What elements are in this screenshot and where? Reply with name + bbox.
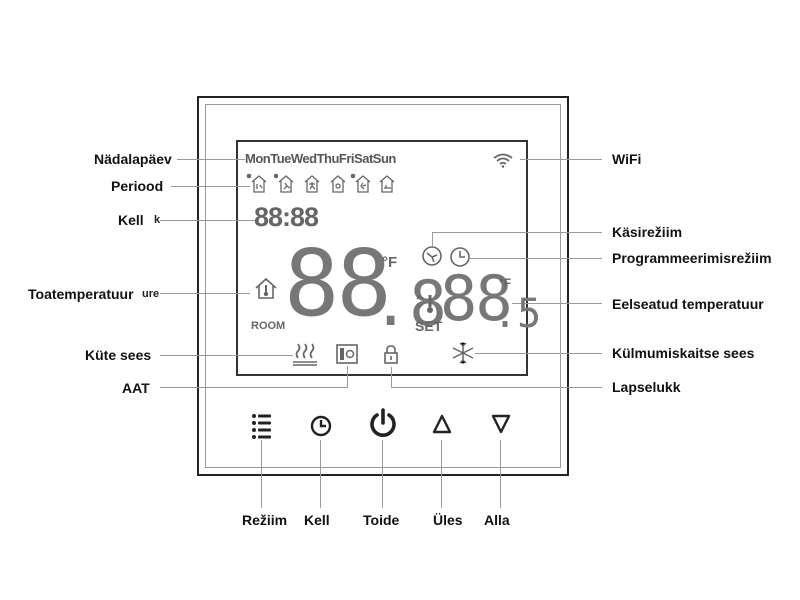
leader-mode (261, 440, 262, 508)
label-room-fragment: ure (142, 288, 160, 300)
leader-lock-h (391, 387, 602, 388)
house-thermometer-icon (255, 277, 277, 299)
leader-program (470, 258, 602, 259)
menu-icon (252, 414, 271, 439)
clock-display: 88:88 (254, 202, 319, 232)
leader-lock-v (391, 367, 392, 387)
day-mon: Mon (245, 151, 271, 166)
day-sat: Sat (354, 151, 373, 166)
leader-frost (475, 353, 602, 354)
room-temp-decimal: .8 (372, 267, 447, 340)
leader-aat-v (347, 366, 348, 388)
leader-up (441, 440, 442, 508)
label-frost-on: Külmumiskaitse sees (612, 345, 755, 361)
leader-room (160, 293, 250, 294)
snowflake-icon (452, 342, 474, 364)
leader-manual (432, 232, 602, 233)
mode-button[interactable] (251, 413, 273, 439)
day-thu: Thu (316, 151, 340, 166)
day-fri: Fri (338, 151, 355, 166)
label-program-mode: Programmeerimisrežiim (612, 250, 772, 266)
setpoint-thermometer-icon (416, 295, 433, 313)
set-temp-decimal: .5 (493, 291, 542, 337)
program-clock-icon (450, 247, 470, 267)
leader-weekday (177, 159, 245, 160)
room-temp-digits: 88 (284, 230, 392, 337)
heating-waves-icon (293, 343, 317, 366)
padlock-icon (384, 345, 398, 364)
clock-icon (310, 415, 332, 437)
label-child-lock: Lapselukk (612, 379, 681, 395)
thermostat-faceplate (205, 104, 561, 468)
day-wed: Wed (290, 151, 317, 166)
leader-clock (160, 220, 258, 221)
set-temp-unit: °F (499, 276, 512, 290)
leader-preset (512, 303, 602, 304)
label-down: Alla (484, 512, 510, 528)
sensor-icon (336, 344, 358, 364)
set-text: SET (415, 318, 443, 334)
label-power: Toide (363, 512, 400, 528)
triangle-up-icon (432, 414, 452, 434)
label-period: Periood (111, 178, 164, 194)
up-button[interactable] (431, 413, 453, 435)
day-tue: Tue (270, 151, 291, 166)
leader-heat (160, 355, 293, 356)
leader-clockbtn (320, 440, 321, 508)
label-clock-fragment: k (154, 214, 161, 226)
label-mode: Režiim (242, 512, 288, 528)
leader-aat-h (160, 387, 348, 388)
label-aat: AAT (122, 380, 150, 396)
clock-button[interactable] (309, 414, 333, 438)
label-wifi: WiFi (612, 151, 642, 167)
label-clock-button: Kell (304, 512, 330, 528)
day-sun: Sun (372, 151, 397, 166)
leader-wifi (520, 159, 602, 160)
period-icons (246, 173, 395, 193)
power-icon (370, 408, 396, 437)
room-temp-unit: °F (382, 254, 398, 271)
label-heating-on: Küte sees (85, 347, 152, 363)
label-weekday: Nädalapäev (94, 151, 172, 167)
label-up: Üles (433, 512, 463, 528)
down-button[interactable] (490, 413, 512, 435)
leader-down (500, 440, 501, 508)
leader-period (171, 186, 250, 187)
room-text: ROOM (251, 320, 286, 332)
label-clock: Kell (118, 212, 144, 228)
wifi-icon (493, 153, 513, 168)
manual-hand-icon (422, 246, 442, 266)
label-room-temp: Toatemperatuur (28, 286, 134, 302)
leader-power (382, 440, 383, 508)
set-temp-digits: 88 (440, 262, 513, 335)
leader-manual-v (432, 232, 433, 246)
weekday-row: MonTueWedThuFriSatSun (245, 151, 396, 166)
triangle-down-icon (491, 414, 511, 434)
power-button[interactable] (368, 408, 398, 440)
label-preset-temp: Eelseatud temperatuur (612, 296, 764, 312)
label-manual-mode: Käsirežiim (612, 224, 683, 240)
